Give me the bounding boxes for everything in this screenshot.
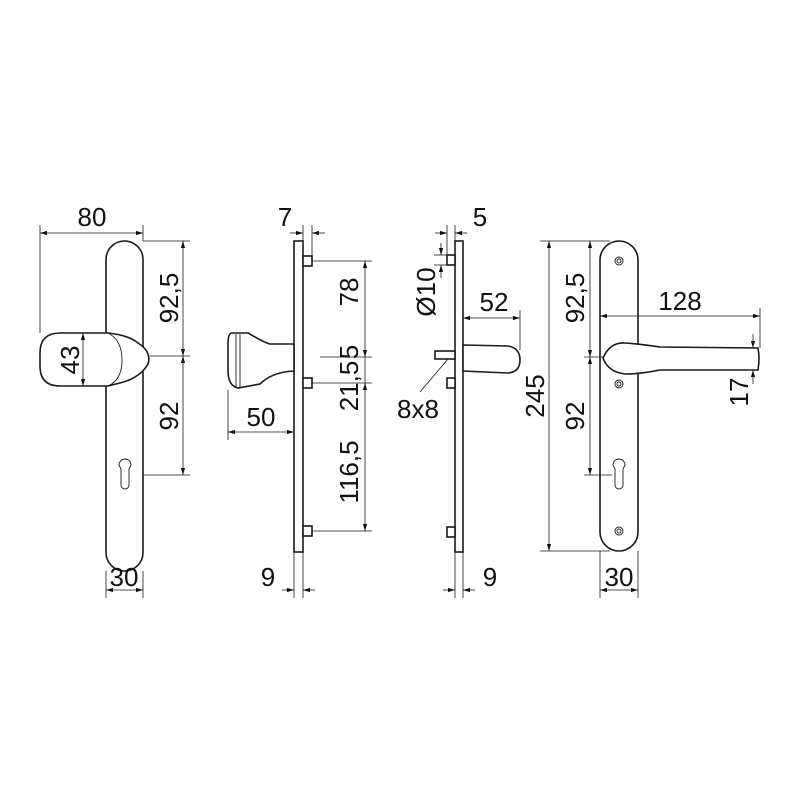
backplate-side [293,240,304,553]
backplate [599,240,639,552]
backplate-side [454,240,464,553]
dim-total-height: 245 [520,374,550,417]
backplate [105,240,144,572]
dim-knob-projection: 50 [247,402,276,432]
dim-upper-distance: 92,5 [560,273,590,324]
dim-upper-distance: 92,5 [154,273,184,324]
dim-pin-offset: 7 [278,202,292,232]
lever-side [462,344,521,374]
dim-spindle: 8x8 [397,394,439,424]
side-view-knob: 7 78 5 21,5 116,5 50 9 [227,202,372,598]
knob [39,332,150,387]
side-view-lever: 5 Ø10 52 8x8 9 [397,202,521,598]
dim-width-total: 80 [78,202,107,232]
knob-side [227,332,295,389]
dim-lever-projection: 52 [480,287,509,317]
dim-lower-distance: 92 [154,402,184,431]
dim-lower-distance: 92 [560,402,590,431]
spindle [434,350,456,360]
dim-pin-diameter: Ø10 [411,267,441,316]
dim-plate-thickness: 9 [261,562,275,592]
dim-knob-height: 43 [55,346,85,375]
dim-lever-end-height: 17 [724,378,754,407]
dim-lever-length: 128 [658,286,701,316]
dim-center-to-pin: 21,5 [334,361,364,412]
lever-handle [602,342,760,375]
dim-plate-width: 30 [605,562,634,592]
front-view-lever: 245 92,5 92 128 17 30 [520,240,761,598]
dim-pin-to-center: 78 [334,278,364,307]
dim-small-step: 5 [334,345,364,359]
dim-plate-thickness: 9 [483,562,497,592]
keyhole-icon [612,458,626,490]
keyhole-icon [118,458,132,490]
front-view-knob: 80 92,5 92 43 30 [39,202,190,598]
dim-pin-offset: 5 [473,202,487,232]
dim-plate-width: 30 [110,562,139,592]
dim-lower-distance: 116,5 [334,440,364,503]
